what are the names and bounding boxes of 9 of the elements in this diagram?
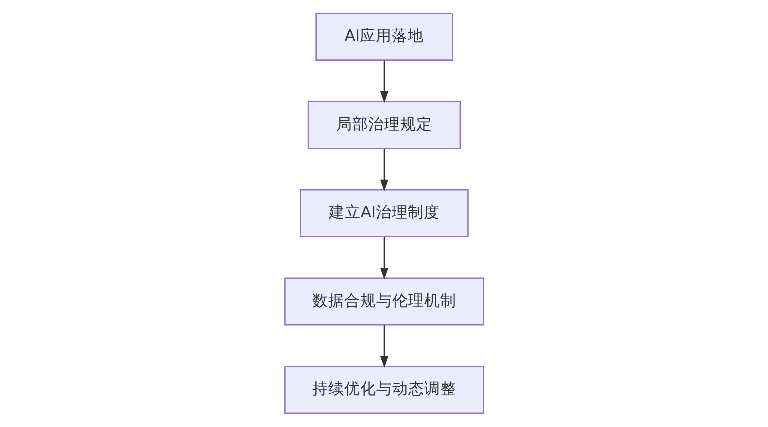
arrow xyxy=(380,237,388,280)
arrow xyxy=(380,149,388,192)
node-box: 数据合规与伦理机制 xyxy=(284,278,484,326)
node-box: 建立AI治理制度 xyxy=(300,189,468,238)
node-box: AI应用落地 xyxy=(315,12,453,61)
arrow xyxy=(380,60,388,104)
node-box: 局部治理规定 xyxy=(307,101,461,150)
arrow xyxy=(380,326,388,368)
node-box: 持续优化与动态调整 xyxy=(284,366,484,414)
